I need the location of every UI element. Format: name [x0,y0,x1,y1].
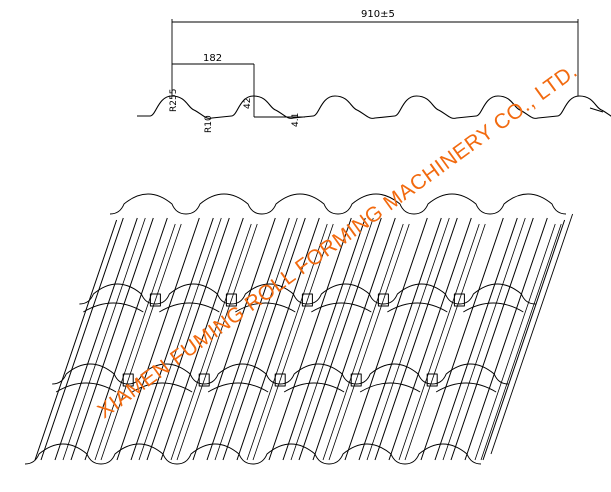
tile-step-profile [79,283,536,305]
corrugation-line [358,217,442,461]
profile-curve [137,95,611,119]
tile-step-shadow [83,302,524,313]
trough-line [474,223,556,461]
sheet-right-edge-inner [490,213,574,455]
corrugation-line [70,217,154,461]
corrugation-line [298,217,382,461]
radius-large-label: R255 [169,89,179,112]
corrugation-line [442,217,526,461]
radius-small-label: R10 [204,115,214,133]
sheet-right-edge [482,219,566,461]
step-block [274,373,286,387]
overall-width-dimension [171,19,579,96]
corrugation-line [420,217,504,461]
corrugation-line [312,217,396,461]
trough-line [404,223,486,461]
trough-line [170,223,252,461]
corrugation-line [344,217,428,461]
trough-line [398,223,480,461]
tile-step-profile [109,193,567,215]
step-block [350,373,362,387]
trough-line [322,223,404,461]
step-block [377,293,389,307]
corrugation-line [130,217,214,461]
sheet-left-edge [34,219,118,461]
corrugation-line [62,217,146,461]
corrugation-line [434,217,518,461]
tile-step-shadow [55,382,497,393]
trough-line [328,223,410,461]
step-block [426,373,438,387]
corrugation-line [54,217,138,461]
corrugation-line [464,217,548,461]
step-block [301,293,313,307]
pitch-label: 182 [203,53,222,64]
profile-wave-line [137,95,611,119]
step-block [453,293,465,307]
trough-line [252,223,334,461]
tile-step-profile [52,363,509,385]
corrugation-line [388,217,472,461]
corrugation-line [160,217,244,461]
corrugation-line [116,217,200,461]
pitch-dimension [172,63,305,118]
trough-line [100,223,182,461]
corrugation-line [290,217,374,461]
step-block [198,373,210,387]
tile-step-profile [24,443,482,465]
trough-line [480,223,562,461]
profile-section: 910±5 182 R255 R10 42 4.1 [137,9,611,133]
corrugation-line [40,217,124,461]
corrugation-line [84,217,168,461]
trough-line [176,223,258,461]
corrugation-line [214,217,298,461]
profile-end-line [589,107,604,113]
corrugation-line [366,217,450,461]
roof-tile-sheet [24,193,574,465]
step-block [122,373,134,387]
corrugation-line [138,217,222,461]
corrugation-line [206,217,290,461]
company-watermark: XIAMEN FUMING ROLL FORMING MACHINERY CO.… [93,59,581,423]
trough-line [94,223,176,461]
corrugation-line [450,217,534,461]
corrugation-line [192,217,276,461]
step-block [149,293,161,307]
trough-line [246,223,328,461]
corrugation-line [146,217,230,461]
corrugation-line [222,217,306,461]
thickness-label: 4.1 [291,113,301,127]
step-block [225,293,237,307]
corrugation-line [282,217,366,461]
overall-width-label: 910±5 [361,9,395,20]
corrugation-line [374,217,458,461]
height-label: 42 [243,98,253,109]
corrugation-line [236,217,320,461]
corrugation-line [268,217,352,461]
